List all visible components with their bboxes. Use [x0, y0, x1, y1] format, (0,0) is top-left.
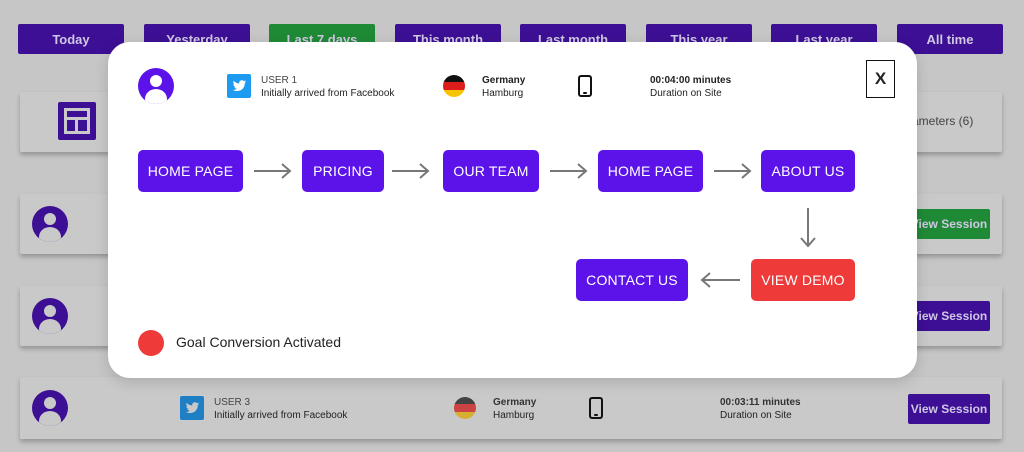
session-journey-modal: USER 1 Initially arrived from Facebook G… [108, 42, 917, 378]
arrow-right-icon [254, 163, 292, 179]
user-3-country: Germany [493, 397, 537, 408]
journey-step-contact-us[interactable]: CONTACT US [576, 259, 688, 301]
user-country: Germany [482, 75, 526, 86]
user-3-duration: 00:03:11 minutes Duration on Site [720, 396, 801, 422]
goal-status-indicator [138, 330, 164, 356]
user-avatar-icon [32, 298, 68, 334]
user-location: Germany Hamburg [482, 74, 525, 100]
twitter-icon [180, 396, 204, 420]
view-session-button[interactable]: View Session [908, 394, 990, 424]
user-avatar-icon [32, 206, 68, 242]
duration-label: Duration on Site [650, 88, 722, 99]
user-label: USER 1 [261, 75, 298, 86]
user-3-duration-label: Duration on Site [720, 410, 792, 421]
germany-flag-icon [454, 397, 476, 419]
journey-step-our-team[interactable]: OUR TEAM [443, 150, 539, 192]
layout-icon [58, 102, 96, 140]
twitter-icon [227, 74, 251, 98]
user-3-label: USER 3 [214, 397, 251, 408]
user-city: Hamburg [482, 88, 524, 99]
mobile-phone-icon [578, 75, 592, 97]
user-3-city: Hamburg [493, 410, 535, 421]
germany-flag-icon [443, 75, 465, 97]
journey-step-home-page-2[interactable]: HOME PAGE [598, 150, 703, 192]
journey-step-view-demo[interactable]: VIEW DEMO [751, 259, 855, 301]
user-avatar-icon [138, 68, 174, 104]
user-avatar-icon [32, 390, 68, 426]
view-session-button[interactable]: View Session [908, 209, 990, 239]
goal-conversion-text: Goal Conversion Activated [176, 334, 341, 350]
user-3-info: USER 3 Initially arrived from Facebook [214, 396, 347, 422]
duration-value: 00:04:00 minutes [650, 75, 732, 86]
mobile-phone-icon [589, 397, 603, 419]
parameters-label: ameters (6) [912, 114, 974, 128]
close-button[interactable]: X [866, 60, 895, 98]
user-3-duration-value: 00:03:11 minutes [720, 397, 801, 408]
journey-step-about-us[interactable]: ABOUT US [761, 150, 855, 192]
user-3-source: Initially arrived from Facebook [214, 410, 348, 421]
arrow-left-icon [700, 272, 740, 288]
arrow-right-icon [550, 163, 588, 179]
journey-step-pricing[interactable]: PRICING [302, 150, 384, 192]
filter-all-time-button[interactable]: All time [897, 24, 1003, 54]
journey-step-home-page[interactable]: HOME PAGE [138, 150, 243, 192]
user-3-location: Germany Hamburg [493, 396, 536, 422]
arrow-down-icon [800, 208, 816, 248]
filter-today-button[interactable]: Today [18, 24, 124, 54]
view-session-button[interactable]: View Session [908, 301, 990, 331]
user-info: USER 1 Initially arrived from Facebook [261, 74, 394, 100]
session-duration: 00:04:00 minutes Duration on Site [650, 74, 731, 100]
arrow-right-icon [714, 163, 752, 179]
arrow-right-icon [392, 163, 430, 179]
user-source: Initially arrived from Facebook [261, 88, 395, 99]
